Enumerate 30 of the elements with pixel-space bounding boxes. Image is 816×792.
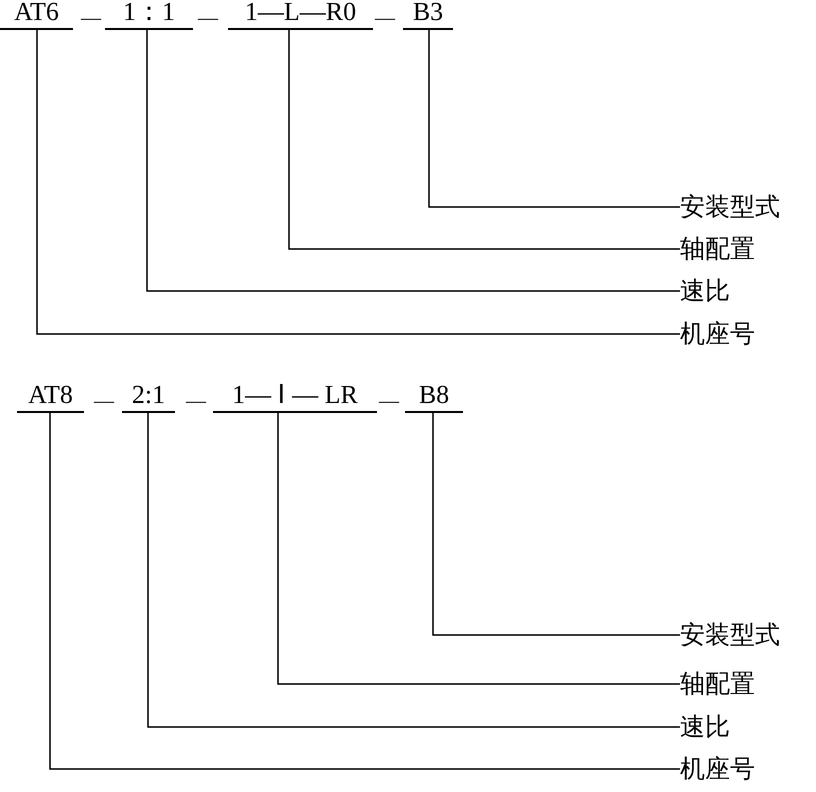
leader-line [432,413,680,636]
meaning-label: 安装型式 [680,191,780,223]
meaning-label: 机座号 [680,753,755,785]
leader-line [146,30,680,292]
code-segment: AT8 [17,381,84,413]
separator-dash: — [375,8,395,28]
leader-line [36,30,680,335]
code-segment: AT6 [0,0,73,30]
code-segment: 2:1 [122,381,175,413]
separator-dash: — [186,391,206,411]
leader-line [277,413,680,685]
separator-dash: — [81,8,101,28]
code-segment: 1—L—R0 [228,0,373,30]
leader-line [147,413,680,728]
code-segment: B3 [403,0,453,30]
meaning-label: 轴配置 [680,668,755,700]
code-segment: B8 [405,381,463,413]
separator-dash: — [94,391,114,411]
meaning-label: 速比 [680,275,730,307]
leader-line [428,30,680,208]
meaning-label: 安装型式 [680,619,780,651]
meaning-label: 速比 [680,711,730,743]
leader-line [49,413,680,770]
leader-line [288,30,680,250]
meaning-label: 轴配置 [680,233,755,265]
separator-dash: — [198,8,218,28]
separator-dash: — [379,391,399,411]
meaning-label: 机座号 [680,318,755,350]
code-segment: 1— Ⅰ — LR [213,381,377,413]
code-segment: 1：1 [105,0,193,30]
